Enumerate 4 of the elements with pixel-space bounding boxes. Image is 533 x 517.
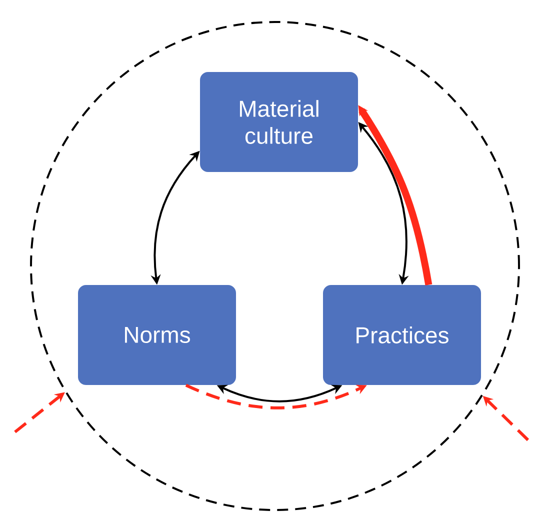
process-box: Norms xyxy=(78,285,236,385)
process-box: Material culture xyxy=(200,72,358,172)
dashed-circle xyxy=(30,21,520,511)
process-box: Practices xyxy=(323,285,481,385)
